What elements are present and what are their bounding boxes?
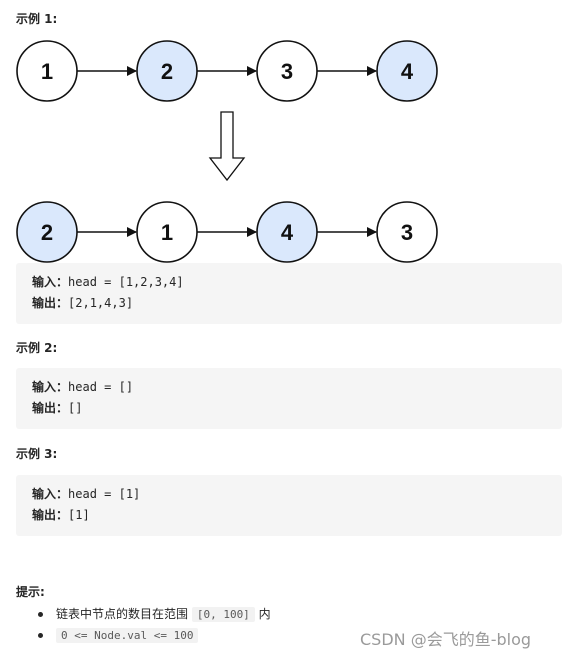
output-value: [1] (68, 508, 90, 522)
linked-list-diagram: 1 2 3 4 2 1 4 3 (16, 40, 438, 263)
after-node-label-1: 2 (41, 220, 53, 245)
output-label: 输出： (32, 401, 69, 415)
hints-heading: 提示: (16, 585, 45, 599)
output-value: [2,1,4,3] (68, 296, 134, 310)
hint-item-range: 链表中节点的数目在范围 [0, 100] 内 (16, 604, 271, 625)
example-1-output-line: 输出：[2,1,4,3] (32, 293, 562, 314)
before-node-2 (136, 40, 198, 102)
hint-code-range: [0, 100] (191, 607, 255, 622)
before-node-label-3: 3 (281, 59, 293, 84)
example-1-codebox: 输入：head = [1,2,3,4] 输出：[2,1,4,3] (16, 263, 562, 324)
bullet-icon (38, 633, 43, 638)
list-after: 2 1 4 3 (16, 201, 438, 263)
example-3-heading: 示例 3: (16, 447, 58, 461)
output-value: [] (68, 401, 83, 415)
after-node-4 (376, 201, 438, 263)
input-label: 输入： (32, 275, 69, 289)
hint-code-value: 0 <= Node.val <= 100 (56, 628, 199, 643)
bullet-icon (38, 612, 43, 617)
after-node-label-2: 1 (161, 220, 173, 245)
example-2-output-line: 输出：[] (32, 398, 562, 419)
input-label: 输入： (32, 380, 69, 394)
example-3-input-line: 输入：head = [1] (32, 484, 562, 505)
before-node-4 (376, 40, 438, 102)
example-1-input-line: 输入：head = [1,2,3,4] (32, 272, 562, 293)
before-node-1 (16, 40, 78, 102)
hint-item-value: 0 <= Node.val <= 100 (16, 625, 271, 646)
after-node-label-3: 4 (281, 220, 294, 245)
hint-text: 链表中节点的数目在范围 (56, 607, 192, 621)
output-label: 输出： (32, 296, 69, 310)
input-value: head = [1] (68, 487, 141, 501)
input-value: head = [] (68, 380, 134, 394)
after-node-3 (256, 201, 318, 263)
before-node-3 (256, 40, 318, 102)
example-1-heading: 示例 1: (16, 12, 58, 26)
after-node-2 (136, 201, 198, 263)
example-3-codebox: 输入：head = [1] 输出：[1] (16, 475, 562, 536)
list-before: 1 2 3 4 (16, 40, 438, 102)
before-node-label-4: 4 (401, 59, 414, 84)
input-label: 输入： (32, 487, 69, 501)
example-2-input-line: 输入：head = [] (32, 377, 562, 398)
example-2-heading: 示例 2: (16, 341, 58, 355)
before-node-label-1: 1 (41, 59, 53, 84)
example-2-codebox: 输入：head = [] 输出：[] (16, 368, 562, 429)
after-node-1 (16, 201, 78, 263)
output-label: 输出： (32, 508, 69, 522)
csdn-watermark: CSDN @会飞的鱼-blog (360, 630, 532, 649)
hints-list: 链表中节点的数目在范围 [0, 100] 内 0 <= Node.val <= … (16, 604, 271, 646)
swap-down-arrow-icon (208, 111, 246, 182)
hint-text-suffix: 内 (254, 607, 271, 621)
input-value: head = [1,2,3,4] (68, 275, 184, 289)
before-node-label-2: 2 (161, 59, 173, 84)
example-3-output-line: 输出：[1] (32, 505, 562, 526)
after-node-label-4: 3 (401, 220, 413, 245)
